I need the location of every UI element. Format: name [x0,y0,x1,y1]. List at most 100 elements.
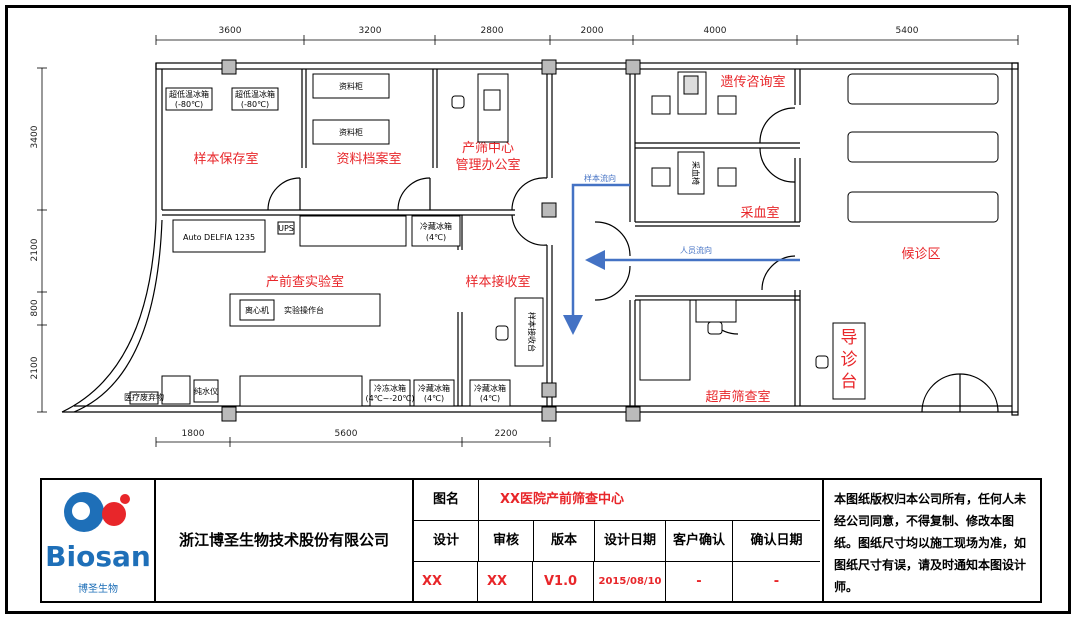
fridge-1-label: 冷藏冰箱 [420,221,452,231]
auto-delfia-label: Auto DELFIA 1235 [183,233,255,242]
room-blood: 采血室 [740,205,779,221]
freezer-2-temp: (-80℃) [241,100,269,109]
dim-top-6: 5400 [896,26,919,36]
ups-label: UPS [278,224,294,233]
room-genetic: 遗传咨询室 [720,74,785,90]
freezer-1 [165,87,213,111]
room-lab: 产前查实验室 [266,274,344,290]
fridge-3-temp: (4℃) [424,394,444,403]
dim-top-3: 2800 [481,26,504,36]
dim-top-5: 4000 [704,26,727,36]
logo-text: Biosan [45,540,151,573]
drawing-frame [5,5,1071,614]
header-client-confirm: 客户确认 [666,521,733,562]
dim-bottom-3: 2200 [495,429,518,439]
guide-desk [832,322,866,400]
dimension-left [37,67,47,413]
blood-chair-2 [717,167,737,187]
dim-top-2: 3200 [359,26,382,36]
blood-chair-1 [651,167,671,187]
fridge-4 [469,379,511,407]
logo-mark [64,492,134,544]
info-grid: 图名 XX医院产前筛查中心 设计 审核 版本 设计日期 客户确认 确认日期 XX… [414,480,820,601]
fridge-4-temp: (4℃) [480,394,500,403]
freezer-2 [231,87,279,111]
company-name: 浙江博圣生物技术股份有限公司 [156,480,414,601]
ultrasound-chair [707,321,723,335]
fridge-2-label: 冷冻冰箱 [374,383,406,393]
cabinet-1-label: 资料柜 [339,81,363,91]
header-review: 审核 [479,521,534,562]
flow-arrows [563,183,800,335]
logo-cell: Biosan 博圣生物 [42,480,156,601]
fridge-1 [411,215,461,247]
guide-chair [815,355,829,369]
blood-counter [677,151,705,195]
guide-desk-c3: 台 [841,372,858,392]
sample-flow-label: 样本流向 [584,173,616,183]
fridge-3 [413,379,455,407]
value-confirm-date: - [773,574,780,589]
value-version: V1.0 [534,562,594,601]
dim-top-1: 3600 [219,26,242,36]
blood-chair-label: 采血椅 [691,161,701,185]
columns [221,59,641,422]
bench-label: 实验操作台 [284,305,324,315]
dim-left-3: 800 [30,299,40,316]
fridge-1-temp: (4℃) [426,233,446,242]
freezer-1-temp: (-80℃) [175,100,203,109]
room-archive: 资料档案室 [336,151,401,167]
room-office-line2: 管理办公室 [455,157,520,173]
dimension-bottom [155,437,551,447]
value-client-confirm: - [666,562,733,601]
header-design: 设计 [414,521,479,562]
freezer-2-label: 超低温冰箱 [235,89,275,99]
logo-subtext: 博圣生物 [78,584,118,595]
waste-bin-label: 医疗废弃物 [124,392,164,402]
dim-left-4: 2100 [30,356,40,379]
dim-top-4: 2000 [581,26,604,36]
genetic-computer [683,75,699,95]
fridge-2 [369,379,411,407]
notice: 本图纸版权归本公司所有，任何人未经公司同意，不得复制、修改本图纸。图纸尺寸均以施… [822,480,1040,601]
auto-delfia [172,219,266,253]
receive-counter [514,297,544,367]
guide-desk-c2: 诊 [841,350,858,370]
fridge-3-label: 冷藏冰箱 [418,383,450,393]
water-purifier-label: 纯水仪 [194,386,218,396]
value-review: XX [479,562,533,601]
genetic-chair-2 [717,95,737,115]
room-waiting: 候诊区 [901,247,940,262]
fridge-4-label: 冷藏冰箱 [474,383,506,393]
walls [61,62,1019,416]
cabinet-2-label: 资料柜 [339,127,363,137]
waste-bin [129,391,159,405]
ultrasound-bed [639,299,691,381]
waiting-sofas [847,73,999,223]
receive-counter-label: 样本接收台 [527,312,537,352]
drawing-name: XX医院产前筛查中心 [500,492,625,507]
dim-bottom-1: 1800 [182,429,205,439]
room-sample-storage: 样本保存室 [193,151,258,167]
fridge-2-temp: (4℃~-20℃) [365,394,414,403]
lab-bottom-bench [239,375,363,407]
centrifuge-label: 离心机 [245,305,269,315]
centrifuge [239,299,275,321]
office-chair [451,95,465,109]
dimension-top [155,35,1019,45]
header-confirm-date: 确认日期 [733,521,820,562]
header-design-date: 设计日期 [595,521,666,562]
room-reception: 样本接收室 [465,274,530,290]
genetic-chair-1 [651,95,671,115]
header-version: 版本 [534,521,595,562]
lab-top-bench [299,215,407,247]
freezer-1-label: 超低温冰箱 [169,89,209,99]
sink [161,375,191,405]
ups [277,221,295,235]
dim-bottom-2: 5600 [335,429,358,439]
cabinet-1 [312,73,390,99]
room-ultrasound: 超声筛查室 [705,389,770,405]
office-computer [483,89,501,111]
value-design: XX [414,562,478,601]
